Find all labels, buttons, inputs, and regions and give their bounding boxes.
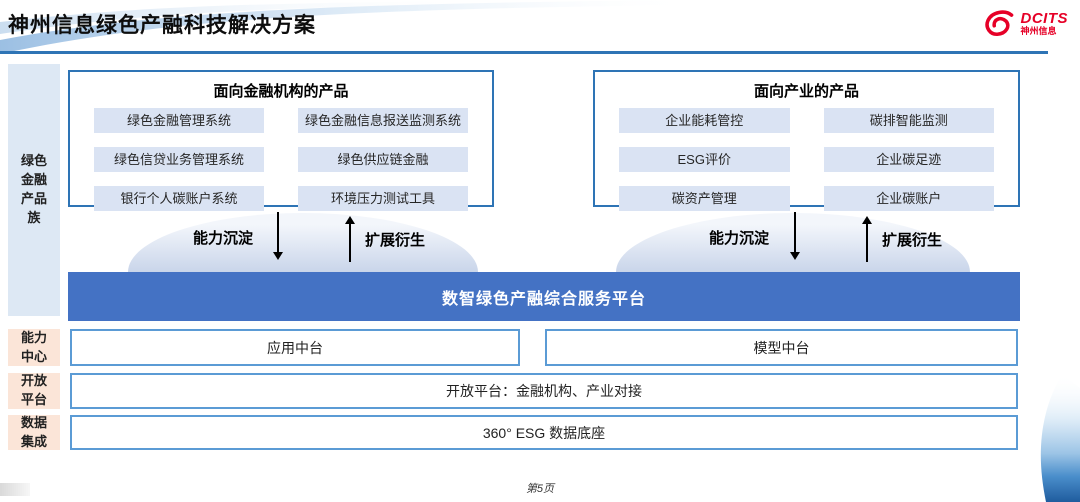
company-logo: DCITS 神州信息 [984, 10, 1069, 38]
product-item: ESG评价 [619, 147, 790, 172]
panel-title: 面向金融机构的产品 [213, 83, 349, 100]
product-item: 绿色金融管理系统 [94, 108, 264, 133]
product-item: 绿色供应链金融 [298, 147, 468, 172]
sidebar-open-label: 开放平台 [20, 373, 47, 407]
sidebar-data-label: 数据集成 [20, 414, 47, 449]
logo-text: DCITS 神州信息 [1021, 11, 1069, 36]
dcits-swirl-icon [984, 10, 1013, 36]
header-divider-line [0, 51, 1048, 54]
flow-label-derive-right: 扩展衍生 [882, 232, 943, 249]
sidebar-data-integration: 数据集成 [8, 415, 60, 450]
panel-item-grid: 绿色金融管理系统 绿色金融信息报送监测系统 绿色信贷业务管理系统 绿色供应链金融… [70, 101, 492, 211]
panel-industry-products: 面向产业的产品 企业能耗管控 碳排智能监测 ESG评价 企业碳足迹 碳资产管理 … [593, 70, 1020, 211]
arrow-up-icon [345, 216, 355, 262]
logo-company-label: 神州信息 [1020, 26, 1057, 37]
product-item: 绿色金融信息报送监测系统 [298, 108, 468, 133]
panel-title: 面向产业的产品 [753, 83, 859, 100]
product-item: 环境压力测试工具 [298, 186, 468, 211]
arrow-down-icon [790, 212, 800, 260]
product-item: 企业能耗管控 [619, 108, 790, 133]
page-number: 第5页 [525, 483, 555, 495]
sidebar-family-label: 绿色金融产品族 [20, 153, 47, 225]
platform-bar: 数智绿色产融综合服务平台 [68, 272, 1020, 321]
row-esg-data-base: 360° ESG 数据底座 [70, 415, 1018, 450]
product-item: 企业碳足迹 [823, 147, 994, 172]
product-item: 碳排智能监测 [823, 108, 994, 133]
sidebar-green-finance-family: 绿色金融产品族 [8, 64, 60, 316]
row-model-middle-platform: 模型中台 [545, 329, 1018, 366]
row-app-label: 应用中台 [267, 339, 323, 356]
platform-bar-label: 数智绿色产融综合服务平台 [441, 290, 646, 308]
sidebar-capability-label: 能力中心 [20, 329, 47, 364]
row-data-label: 360° ESG 数据底座 [482, 424, 606, 441]
flow-label-capability-right: 能力沉淀 [709, 230, 770, 247]
row-application-middle-platform: 应用中台 [70, 329, 520, 366]
panel-financial-institution-products: 面向金融机构的产品 绿色金融管理系统 绿色金融信息报送监测系统 绿色信贷业务管理… [68, 70, 494, 211]
product-item: 企业碳账户 [823, 186, 994, 211]
flow-label-derive-left: 扩展衍生 [365, 232, 426, 249]
logo-brand-label: DCITS [1020, 10, 1068, 28]
product-item: 碳资产管理 [619, 186, 790, 211]
page-title: 神州信息绿色产融科技解决方案 [8, 14, 316, 37]
arrow-up-icon [862, 216, 872, 262]
panel-item-grid: 企业能耗管控 碳排智能监测 ESG评价 企业碳足迹 碳资产管理 企业碳账户 [595, 101, 1018, 211]
flow-label-capability-left: 能力沉淀 [193, 230, 254, 247]
row-open-label: 开放平台：金融机构、产业对接 [446, 383, 642, 399]
product-item: 银行个人碳账户系统 [94, 186, 264, 211]
sidebar-open-platform: 开放平台 [8, 373, 60, 409]
row-model-label: 模型中台 [753, 339, 810, 356]
dome-decoration-left [128, 213, 478, 272]
product-item: 绿色信贷业务管理系统 [94, 147, 264, 172]
arrow-down-icon [273, 212, 283, 260]
row-open-platform: 开放平台：金融机构、产业对接 [70, 373, 1018, 409]
sidebar-capability-center: 能力中心 [8, 329, 60, 366]
bottom-left-decoration [0, 483, 30, 496]
